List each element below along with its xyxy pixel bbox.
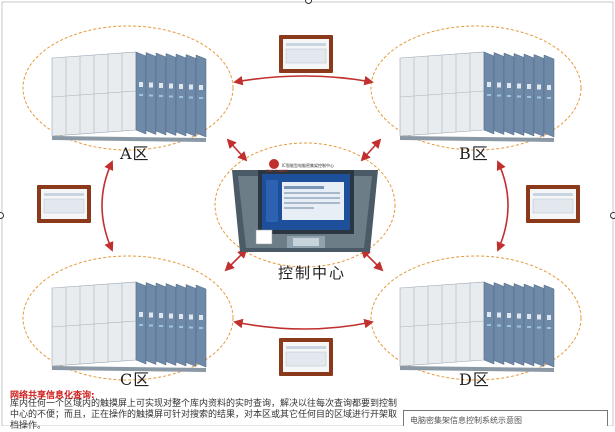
- touch-panel-bottom: [279, 338, 333, 376]
- shelf-unit: [503, 282, 515, 366]
- zone-b-label: B区: [459, 144, 489, 163]
- arrow-a-c: [101, 160, 114, 252]
- notes-title: 网络共享信息化查询:: [10, 391, 95, 401]
- cabinet-rail: [400, 136, 554, 142]
- control-console: [232, 170, 378, 252]
- arrow-c-d: [233, 318, 374, 330]
- shelf-unit: [185, 284, 197, 367]
- arrow-c-center: [224, 248, 248, 272]
- control-center-ellipse: [214, 142, 396, 268]
- shelf-unit: [195, 54, 207, 138]
- arrow-a-b: [233, 75, 374, 86]
- company-logo: ZHE CHANG IC智能型电脑密集架控制中心: [266, 159, 334, 173]
- shelf-unit: [145, 282, 157, 365]
- shelf-unit: [135, 281, 147, 365]
- shelf-unit: [195, 284, 207, 368]
- shelf-unit: [165, 283, 177, 366]
- cabinet-rail: [52, 366, 206, 372]
- shelf-unit: [493, 282, 505, 365]
- shelf-unit: [503, 52, 515, 136]
- cabinet-rail: [52, 136, 206, 142]
- shelf-unit: [543, 54, 555, 138]
- shelf-unit: [155, 282, 167, 366]
- cabinet-group-b: [399, 51, 555, 142]
- shelf-unit: [523, 283, 535, 367]
- shelf-unit: [145, 52, 157, 135]
- cabinet-rail: [400, 366, 554, 372]
- cabinet-group-a: [51, 51, 207, 142]
- svg-text:ZHE CHANG: ZHE CHANG: [266, 169, 288, 173]
- shelf-unit: [543, 284, 555, 368]
- notes-text: 库内任何一个区域内的触摸屏上可实现对整个库内资料的实时查询，解决以往每次查询都要…: [10, 399, 398, 431]
- shelf-unit: [165, 53, 177, 136]
- zone-d-ellipse: [370, 255, 582, 381]
- touch-panel-top: [279, 35, 333, 73]
- shelf-unit: [533, 54, 545, 137]
- arrow-b-center: [360, 138, 382, 162]
- resize-handle-top[interactable]: [305, 0, 312, 4]
- shelf-unit: [513, 283, 525, 366]
- shelf-unit: [155, 52, 167, 136]
- shelf-unit: [185, 54, 197, 137]
- shelf-unit: [175, 53, 187, 137]
- shelf-unit: [483, 281, 495, 365]
- shelf-unit: [523, 53, 535, 137]
- touch-panel-left: [37, 185, 91, 223]
- zone-a-ellipse: [22, 25, 234, 151]
- resize-handle-right[interactable]: [610, 212, 615, 219]
- figure-caption: 电脑密集架信息控制系统示意图: [403, 410, 608, 426]
- shelf-unit: [533, 284, 545, 367]
- console-note: [255, 229, 273, 245]
- resize-handle-left[interactable]: [0, 212, 4, 219]
- zone-d-label: D区: [459, 370, 490, 389]
- control-center-label: 控制中心: [278, 264, 347, 282]
- zone-a-label: A区: [120, 144, 150, 163]
- arrow-a-center: [226, 138, 248, 162]
- shelf-unit: [493, 52, 505, 135]
- shelf-unit: [175, 283, 187, 367]
- cabinet-group-c: [51, 281, 207, 372]
- zone-c-ellipse: [22, 255, 234, 381]
- svg-text:IC智能型电脑密集架控制中心: IC智能型电脑密集架控制中心: [282, 162, 334, 168]
- arrow-b-d: [496, 160, 509, 252]
- shelf-unit: [135, 51, 147, 135]
- cabinet-group-d: [399, 281, 555, 372]
- shelf-unit: [483, 51, 495, 135]
- arrow-d-center: [360, 248, 384, 272]
- zone-c-label: C区: [120, 370, 151, 389]
- touch-panel-right: [526, 185, 580, 223]
- zone-b-ellipse: [370, 25, 582, 151]
- shelf-unit: [513, 53, 525, 136]
